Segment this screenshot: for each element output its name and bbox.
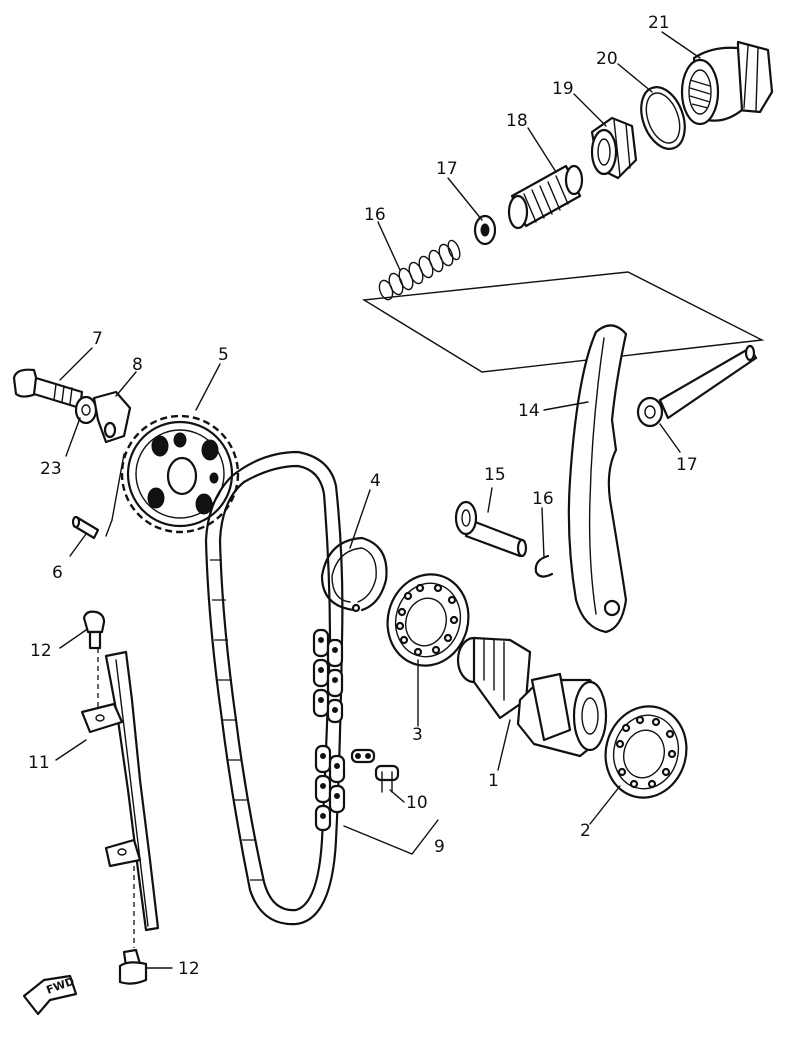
- leader-lines: [55, 31, 701, 969]
- part-6-dowel-pin: [71, 515, 100, 540]
- part-17-spring: [378, 239, 461, 301]
- part-20-nut: [590, 116, 638, 180]
- callout-2: 2: [580, 821, 591, 841]
- part-15-circlip: [534, 554, 554, 578]
- callout-17: 16: [364, 205, 386, 225]
- assembly-line-sprocket: [111, 453, 125, 521]
- part-7-bolt: [12, 368, 84, 410]
- part-2-bearing: [604, 705, 688, 799]
- callout-21: 20: [596, 49, 618, 69]
- callout-7: 7: [92, 329, 103, 349]
- callout-9: 9: [434, 837, 445, 857]
- callout-11: 11: [28, 753, 50, 773]
- callout-18: 17: [436, 159, 458, 179]
- part-21-o-ring: [640, 86, 686, 150]
- callout-5: 5: [218, 345, 229, 365]
- callout-3: 3: [412, 725, 423, 745]
- callout-labels: 21 20 19 18 17 16 7 8 5 23 6 4 14 17 15 …: [28, 13, 698, 979]
- fwd-arrow-icon: FWD: [22, 975, 78, 1016]
- callout-19: 18: [506, 111, 528, 131]
- part-13-chain-tensioner-guide: [567, 324, 628, 634]
- part-1-camshaft: [456, 636, 608, 758]
- cam-chain-loop: [204, 450, 344, 926]
- part-8-lock-plate: [92, 390, 132, 444]
- part-19-threaded-plunger: [507, 164, 584, 230]
- part-18-washer: [473, 214, 497, 246]
- callout-10: 10: [406, 793, 428, 813]
- callout-13: 14: [518, 401, 540, 421]
- part-16-pivot-bolt: [636, 344, 758, 428]
- callout-1: 1: [488, 771, 499, 791]
- part-14-pin: [454, 500, 528, 558]
- callout-12-bottom: 12: [178, 959, 200, 979]
- callout-6: 6: [52, 563, 63, 583]
- assembly-bracket: [361, 271, 765, 373]
- callout-12-top: 12: [30, 641, 52, 661]
- part-23-washer: [74, 395, 98, 425]
- part-22-tensioner-housing: [680, 40, 774, 126]
- callout-8: 8: [132, 355, 143, 375]
- part-3-bearing: [386, 573, 470, 667]
- part-11-chain-guide: [80, 650, 160, 932]
- part-4-snap-ring: [320, 536, 388, 613]
- part-12-bolt-top: [82, 610, 106, 650]
- part-9-chain-links: [312, 628, 346, 832]
- assembly-line-pin: [105, 519, 113, 537]
- callout-15: 16: [532, 489, 554, 509]
- callout-22: 21: [648, 13, 670, 33]
- part-10-master-link: [350, 748, 400, 793]
- part-12-bolt-bottom: [118, 948, 148, 985]
- callout-23: 23: [40, 459, 62, 479]
- callout-16: 17: [676, 455, 698, 475]
- callout-14: 15: [484, 465, 506, 485]
- part-5-cam-sprocket: [120, 414, 240, 534]
- callout-20: 19: [552, 79, 574, 99]
- callout-4: 4: [370, 471, 381, 491]
